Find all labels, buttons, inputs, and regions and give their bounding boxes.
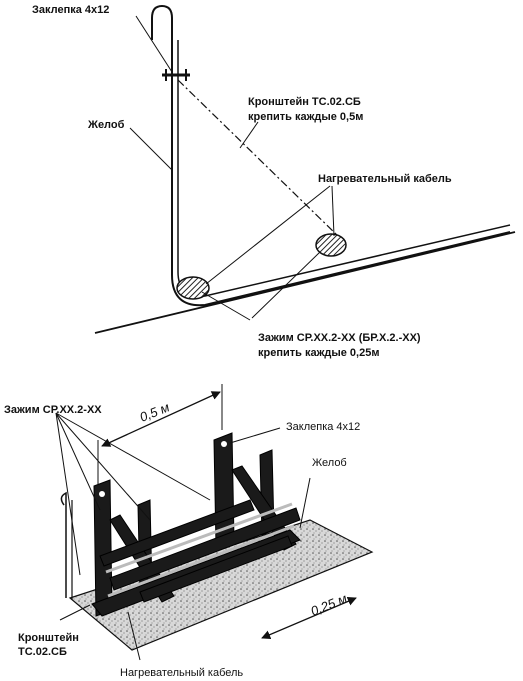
leader-gutter (129, 127, 173, 171)
gutter-back-edge (60, 491, 67, 598)
dim-05-arrow (101, 391, 221, 447)
gutter-hook (151, 4, 173, 40)
label-bracket-bottom-2: ТС.02.СБ (18, 646, 67, 658)
top-section: Заклепка 4х12 Желоб Кронштейн ТС.02.СБ к… (32, 4, 516, 359)
leader-cable-1 (205, 185, 331, 285)
label-dim-05: 0,5 м (138, 399, 172, 424)
heating-cable-2 (105, 502, 293, 574)
label-clamp-top-2: крепить каждые 0,25м (258, 347, 379, 359)
leader-rivet (135, 15, 173, 73)
bracket-dashed-line (177, 79, 339, 237)
dim-025-arrow (261, 597, 357, 639)
leader-clamp-2 (251, 251, 321, 319)
leader-bracket (239, 121, 259, 149)
leader-clamp-1 (201, 291, 251, 321)
leader-cable-2 (331, 185, 335, 237)
rivet-hole-1 (221, 441, 227, 447)
label-rivet-bottom: Заклепка 4х12 (286, 421, 360, 433)
heating-cable-right-icon (315, 233, 347, 257)
rivet-hole-2 (99, 491, 105, 497)
roof-line (94, 231, 516, 334)
label-clamp-top-1: Зажим СР.ХХ.2-ХХ (БР.Х.2.-ХХ) (258, 332, 421, 344)
label-clamp-bottom: Зажим СР.ХХ.2-ХХ (4, 404, 102, 416)
gutter-profile-outer (171, 30, 511, 307)
label-heating-cable-bottom: Нагревательный кабель (120, 667, 243, 679)
label-bracket-top-2: крепить каждые 0,5м (248, 111, 363, 123)
label-bracket-top-1: Кронштейн ТС.02.СБ (248, 96, 361, 108)
label-heating-cable-top: Нагревательный кабель (318, 173, 452, 185)
heating-cable-1 (107, 524, 295, 598)
heating-cable-left-icon (176, 276, 210, 300)
label-rivet-top: Заклепка 4х12 (32, 4, 109, 16)
label-gutter-top: Желоб (87, 119, 125, 131)
gutter-profile-inner (177, 40, 511, 297)
leaders-bottom (55, 412, 311, 661)
label-dim-025: 0,25 м (309, 591, 350, 619)
bottom-section: Зажим СР.ХХ.2-ХХ 0,5 м Заклепка 4х12 Жел… (4, 384, 374, 679)
label-bracket-bottom-1: Кронштейн (18, 632, 79, 644)
label-gutter-bottom: Желоб (312, 457, 347, 469)
rivet-icon (162, 69, 190, 81)
